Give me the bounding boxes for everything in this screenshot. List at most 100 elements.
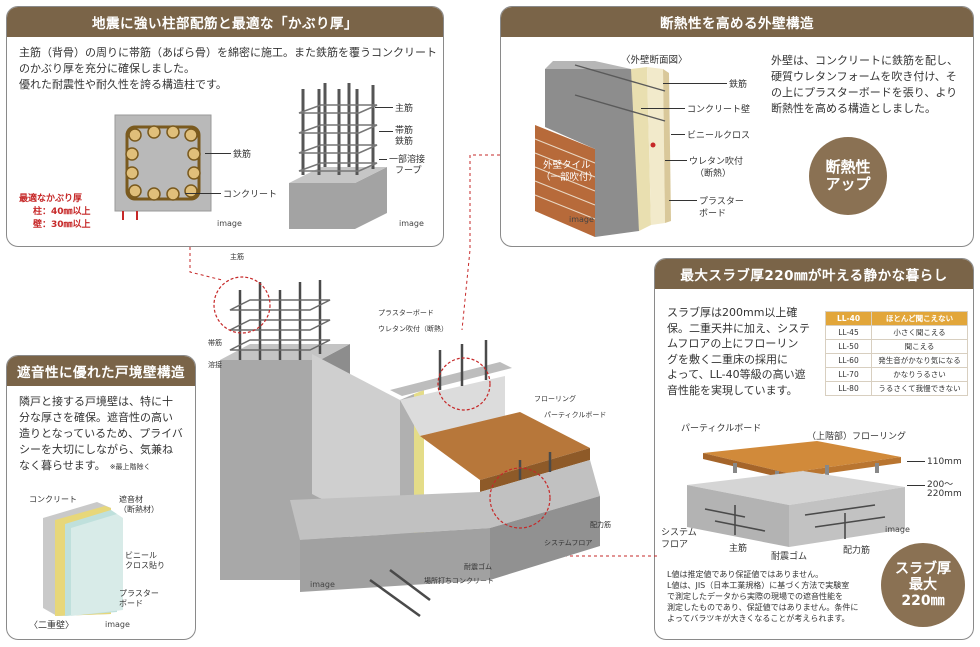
vinyl-cloth-label: ビニール bbox=[125, 551, 157, 560]
leader-line bbox=[907, 461, 925, 462]
image-caption: image bbox=[885, 525, 910, 534]
double-wall-caption: 〈二重壁〉 bbox=[29, 621, 75, 631]
leader-line bbox=[907, 485, 925, 486]
rating-grade: LL-80 bbox=[825, 381, 872, 396]
rebar-label: 鉄筋 bbox=[729, 80, 748, 90]
party-wall-panel-title: 遮音性に優れた戸境壁構造 bbox=[7, 356, 195, 386]
leader-line bbox=[665, 160, 687, 161]
cover-wall: 壁：30㎜以上 bbox=[33, 220, 91, 230]
main-system-floor-label: システムフロア bbox=[544, 539, 593, 547]
slab-description: スラブ厚は200mm以上確 保。二重天井に加え、システ ムフロアの上にフローリン… bbox=[667, 306, 810, 397]
concrete-wall-label: コンクリート壁 bbox=[687, 105, 751, 115]
main-bar-label: 主筋 bbox=[729, 544, 748, 554]
column-cross-section-illustration bbox=[114, 114, 212, 220]
party-wall-panel: 遮音性に優れた戸境壁構造 隣戸と接する戸境壁は、特に十 分な厚さを確保。遮音性の… bbox=[6, 355, 196, 640]
insulation-up-badge: 断熱性 アップ bbox=[809, 137, 887, 215]
leader-line bbox=[379, 131, 393, 132]
upper-flooring-label: （上階部）フローリング bbox=[807, 432, 907, 442]
leader-line bbox=[669, 200, 697, 201]
rebar-panel-title: 地震に強い柱部配筋と最適な「かぶり厚」 bbox=[7, 7, 443, 37]
party-wall-description: 隣戸と接する戸境壁は、特に十 分な厚さを確保。遮音性の高い 造りとなっているため… bbox=[19, 395, 183, 472]
column-3d-illustration bbox=[289, 83, 387, 229]
hoop-label: 帯筋 bbox=[395, 126, 414, 136]
rating-description: 発生音がかなり気になる bbox=[871, 353, 968, 368]
slab-panel: 最大スラブ厚220㎜が叶える静かな暮らし スラブ厚は200mm以上確 保。二重天… bbox=[654, 258, 974, 640]
rating-grade: LL-60 bbox=[825, 353, 872, 368]
wall-section-caption: 〈外壁断面図〉 bbox=[621, 55, 688, 66]
system-floor-label-2: フロア bbox=[661, 540, 689, 550]
vinyl-cloth-label: ビニールクロス bbox=[687, 131, 751, 141]
rating-description: ほとんど聞こえない bbox=[871, 311, 968, 326]
leader-line bbox=[671, 134, 685, 135]
main-distribution-bar-label: 配力筋 bbox=[590, 521, 611, 529]
slab-illustration bbox=[687, 441, 905, 547]
rating-grade: LL-70 bbox=[825, 367, 872, 382]
exterior-wall-section-illustration bbox=[534, 61, 671, 237]
main-particle-board-label: パーティクルボード bbox=[544, 411, 607, 419]
hoop-label-2: 鉄筋 bbox=[395, 137, 414, 147]
top-floor-note: ※最上階除く bbox=[109, 463, 151, 471]
leader-line bbox=[379, 159, 387, 160]
leader-line bbox=[641, 108, 685, 109]
leader-line bbox=[375, 107, 393, 108]
distribution-bar-label: 配力筋 bbox=[843, 546, 871, 556]
seismic-rubber-label: 耐震ゴム bbox=[771, 552, 808, 562]
weld-label: 一部溶接 bbox=[389, 155, 426, 165]
sound-material-label-2: （断熱材） bbox=[119, 505, 159, 514]
rating-description: 小さく聞こえる bbox=[871, 325, 968, 340]
concrete-label: コンクリート bbox=[223, 190, 278, 200]
urethane-label-2: （断熱） bbox=[695, 169, 732, 179]
system-floor-label: システム bbox=[661, 528, 697, 538]
main-weld-label: 溶接 bbox=[208, 361, 222, 369]
image-caption: image bbox=[569, 215, 594, 224]
rating-description: うるさくて我慢できない bbox=[871, 381, 968, 396]
insulation-panel-title: 断熱性を高める外壁構造 bbox=[501, 7, 973, 37]
plaster-board-label-2: ボード bbox=[699, 209, 727, 219]
image-caption: image bbox=[105, 620, 130, 629]
rebar-label: 鉄筋 bbox=[233, 150, 252, 160]
slab-notes: L値は推定値であり保証値ではありません。 L値は、JIS（日本工業規格）に基づく… bbox=[667, 570, 859, 623]
tile-label: 外壁タイル bbox=[543, 160, 591, 171]
leader-line bbox=[185, 193, 221, 194]
rating-grade: LL-45 bbox=[825, 325, 872, 340]
cover-column: 柱：40㎜以上 bbox=[33, 207, 91, 217]
insulation-panel: 断熱性を高める外壁構造 〈外壁断面図〉 外壁タイル （一部吹付） 鉄筋 コンクリ… bbox=[500, 6, 974, 247]
rebar-panel: 地震に強い柱部配筋と最適な「かぶり厚」 主筋（背骨）の周りに帯筋（あばら骨）を綿… bbox=[6, 6, 444, 247]
main-urethane-label: ウレタン吹付（断熱） bbox=[378, 325, 448, 333]
main-upper-bar-label: 上端主筋 bbox=[430, 465, 458, 473]
rating-description: 聞こえる bbox=[871, 339, 968, 354]
building-cutaway-illustration bbox=[189, 154, 660, 618]
rating-grade: LL-40 bbox=[825, 311, 872, 326]
main-bar-label: 主筋 bbox=[395, 104, 414, 114]
rebar-description: 主筋（背骨）の周りに帯筋（あばら骨）を綿密に施工。また鉄筋を覆うコンクリート の… bbox=[19, 46, 437, 91]
urethane-label: ウレタン吹付 bbox=[689, 157, 744, 167]
main-flooring-label: フローリング bbox=[534, 395, 576, 403]
leader-line bbox=[205, 153, 231, 154]
leader-line bbox=[663, 83, 727, 84]
sound-material-label: 遮音材 bbox=[119, 495, 143, 504]
vinyl-cloth-label-2: クロス貼り bbox=[125, 561, 165, 570]
tile-label-2: （一部吹付） bbox=[541, 172, 599, 183]
rating-grade: LL-50 bbox=[825, 339, 872, 354]
image-caption: image bbox=[310, 580, 335, 589]
plaster-board-label: プラスター bbox=[699, 197, 744, 207]
rating-description: かなりうるさい bbox=[871, 367, 968, 382]
main-seismic-rubber-label: 耐震ゴム bbox=[464, 563, 492, 571]
particle-board-label: パーティクルボード bbox=[681, 424, 762, 434]
concrete-label: コンクリート bbox=[29, 495, 77, 504]
plaster-board-label-2: ボード bbox=[119, 599, 143, 608]
slab-panel-title: 最大スラブ厚220㎜が叶える静かな暮らし bbox=[655, 259, 973, 289]
weld-label-2: フープ bbox=[395, 166, 422, 176]
slab-thickness-badge: スラブ厚 最大 220㎜ bbox=[881, 543, 965, 627]
image-caption: image bbox=[399, 219, 424, 228]
double-wall-illustration bbox=[43, 502, 123, 616]
main-main-bar-label: 主筋 bbox=[230, 253, 244, 261]
cover-title: 最適なかぶり厚 bbox=[19, 194, 83, 204]
